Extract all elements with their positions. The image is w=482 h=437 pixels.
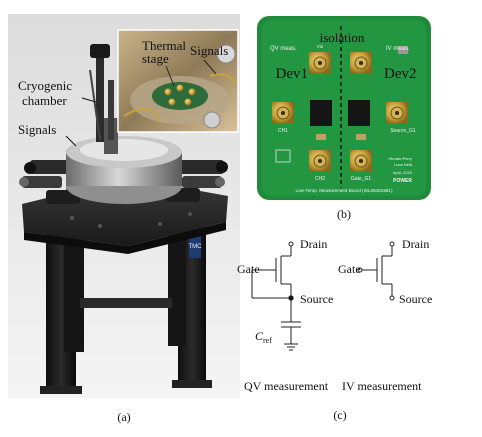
- pcb-footer: Low-Temp. Measurement Board (ISL06481981…: [295, 188, 393, 193]
- credit-line2: Luca Nela: [394, 162, 413, 167]
- panel-a-label: (a): [117, 410, 130, 424]
- qv-drain-label: Drain: [300, 237, 327, 251]
- inset-pcb: [152, 82, 208, 110]
- brand-logo-plate: [189, 232, 201, 258]
- qv-gate-label: Gate: [237, 262, 260, 276]
- callout-signals: Signals: [18, 122, 56, 137]
- qv-meas-label: QV meas.: [270, 46, 297, 52]
- isolation-label: isolation: [320, 30, 365, 45]
- panel-c-labels: Drain Gate Source Cref Drain Gate Source…: [237, 237, 432, 422]
- inset-signals: Signals: [190, 43, 228, 58]
- inset-thermal-line1: Thermal: [142, 38, 186, 53]
- vin-label: Vin: [317, 44, 324, 49]
- inset-thermal-line2: stage: [142, 51, 169, 66]
- iv-meas-label: IV meas.: [386, 46, 410, 52]
- callout-cryogenic-line2: chamber: [22, 93, 67, 108]
- power-logo: POWER: [393, 178, 412, 184]
- callout-cryogenic-line1: Cryogenic: [18, 78, 72, 93]
- callout-cryogenic-leader: [81, 97, 97, 103]
- qv-cref-label: Cref: [255, 329, 272, 345]
- qv-cref-main: C: [255, 329, 264, 343]
- iv-source-label: Source: [399, 292, 432, 306]
- inset-photo: Thermal stage Signals: [117, 29, 239, 133]
- qv-circuit: [251, 241, 301, 351]
- qv-source-label: Source: [300, 292, 333, 306]
- cryogenic-chamber: [66, 44, 182, 204]
- iv-circuit: [357, 241, 395, 301]
- sma-connectors: [272, 52, 408, 172]
- callout-signals-leader: [65, 135, 77, 147]
- panel-b-label: (b): [337, 207, 351, 221]
- dev2-label: Dev2: [384, 66, 417, 82]
- credit-line1: Hirnato Perry: [388, 156, 412, 161]
- credit-line3: April, 2020: [393, 170, 413, 175]
- panel-c-label: (c): [333, 408, 346, 422]
- qv-caption: QV measurement: [244, 379, 329, 393]
- dev2-chip: [348, 100, 370, 126]
- iv-caption: IV measurement: [342, 379, 422, 393]
- gate-g1-label: Gate_G1: [351, 176, 372, 182]
- brand-logo-text: TMC: [189, 244, 203, 250]
- ch1-label: CH1: [278, 128, 288, 134]
- panel-b-pcb: isolation Dev1 Dev2 QV meas. IV meas. Vi…: [257, 16, 431, 221]
- dev1-label: Dev1: [276, 66, 309, 82]
- panel-c-schematics: [251, 241, 395, 351]
- iv-gate-label: Gate: [338, 262, 361, 276]
- table-legs: TMC: [40, 218, 212, 394]
- ch2-label: CH2: [315, 176, 325, 182]
- panel-a-photo: TMC: [8, 14, 240, 424]
- iv-drain-label: Drain: [402, 237, 429, 251]
- source-g1-label: Source_G1: [390, 128, 416, 134]
- dev1-chip: [310, 100, 332, 126]
- qv-cref-sub: ref: [263, 336, 272, 345]
